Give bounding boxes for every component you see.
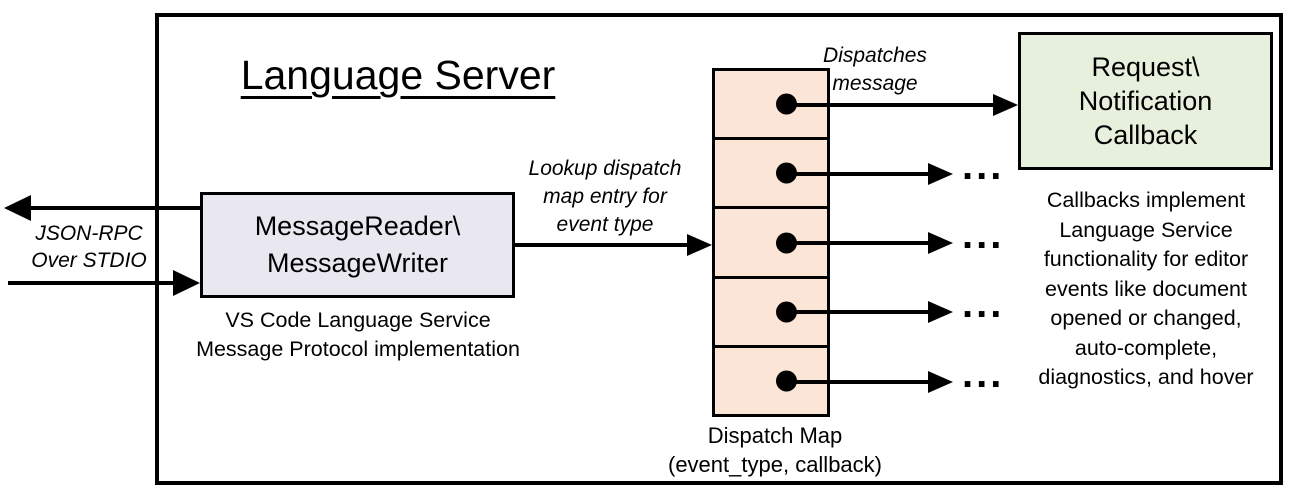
stdio-out-arrow-line (22, 206, 200, 210)
message-reader-writer-box: MessageReader\ MessageWriter (200, 192, 515, 298)
dispatch-map-cell (715, 348, 827, 414)
reader-box-line1: MessageReader\ (254, 211, 461, 241)
arrowhead-right-icon (993, 94, 1018, 116)
entry-dot-icon (776, 162, 797, 184)
arrowhead-right-icon (928, 371, 953, 393)
lookup-arrow-line (515, 243, 689, 247)
dispatch-map-caption-line1: Dispatch Map (707, 423, 843, 448)
callbacks-note-line: functionality for editor (1043, 247, 1249, 271)
dispatches-label-line1: Dispatches (823, 44, 927, 67)
dispatch-map-caption-line2: (event_type, callback) (668, 452, 882, 477)
callbacks-note: Callbacks implement Language Service fun… (1008, 186, 1284, 393)
dispatch-map-cell (715, 209, 827, 279)
ellipsis-icon: ... (962, 144, 1005, 188)
callbacks-note-line: Callbacks implement (1046, 188, 1246, 212)
dispatch-arrow-line (787, 103, 993, 107)
entry-dot-icon (776, 232, 797, 253)
callbacks-note-line: events like document (1045, 276, 1247, 301)
dispatch-arrow-line (787, 172, 930, 176)
dispatch-map-cell (715, 140, 827, 210)
stdio-label-line1: JSON-RPC (35, 222, 143, 245)
request-notification-callback-box: Request\ Notification Callback (1018, 32, 1273, 170)
stdio-label: JSON-RPC Over STDIO (15, 220, 163, 274)
arrowhead-right-icon (687, 234, 712, 256)
dispatches-label-line2: message (832, 72, 918, 95)
callback-box-line3: Callback (1093, 120, 1198, 150)
dispatch-map-cell (715, 279, 827, 348)
ellipsis-icon: ... (962, 352, 1005, 396)
dispatch-arrow-line (787, 241, 930, 245)
diagram-title: Language Server (240, 52, 556, 98)
arrowhead-right-icon (928, 232, 953, 254)
language-server-boundary-box (155, 13, 1283, 485)
dispatch-arrow-line (787, 310, 930, 314)
arrowhead-right-icon (928, 301, 953, 323)
callbacks-note-line: diagnostics, and hover (1038, 365, 1254, 389)
callbacks-note-line: auto-complete, (1074, 335, 1218, 360)
lookup-label-line3: event type (556, 213, 654, 236)
entry-dot-icon (776, 93, 797, 115)
callback-box-line1: Request\ (1091, 52, 1200, 82)
callbacks-note-line: opened or changed, (1050, 306, 1242, 330)
lookup-label-line2: map entry for (543, 185, 667, 208)
reader-caption-line2: Message Protocol implementation (196, 337, 520, 361)
ellipsis-icon: ... (962, 213, 1005, 257)
lookup-label: Lookup dispatch map entry for event type (505, 155, 705, 239)
stdio-in-arrow-line (8, 281, 175, 285)
callbacks-note-line: Language Service (1059, 217, 1233, 242)
reader-caption-line1: VS Code Language Service (225, 308, 491, 332)
dispatch-map-cell (715, 71, 827, 141)
reader-box-line2: MessageWriter (266, 248, 449, 278)
arrowhead-left-icon (4, 195, 31, 221)
callback-box-line2: Notification (1078, 86, 1213, 116)
dispatch-arrow-line (787, 380, 930, 384)
arrowhead-right-icon (173, 270, 200, 296)
reader-caption: VS Code Language Service Message Protoco… (187, 306, 529, 364)
entry-dot-icon (776, 370, 797, 392)
dispatches-message-label: Dispatches message (795, 42, 955, 98)
arrowhead-right-icon (928, 163, 953, 185)
lookup-label-line1: Lookup dispatch (528, 157, 682, 180)
entry-dot-icon (776, 301, 797, 323)
dispatch-map-caption: Dispatch Map (event_type, callback) (650, 421, 900, 479)
ellipsis-icon: ... (962, 282, 1005, 326)
stdio-label-line2: Over STDIO (31, 249, 147, 272)
